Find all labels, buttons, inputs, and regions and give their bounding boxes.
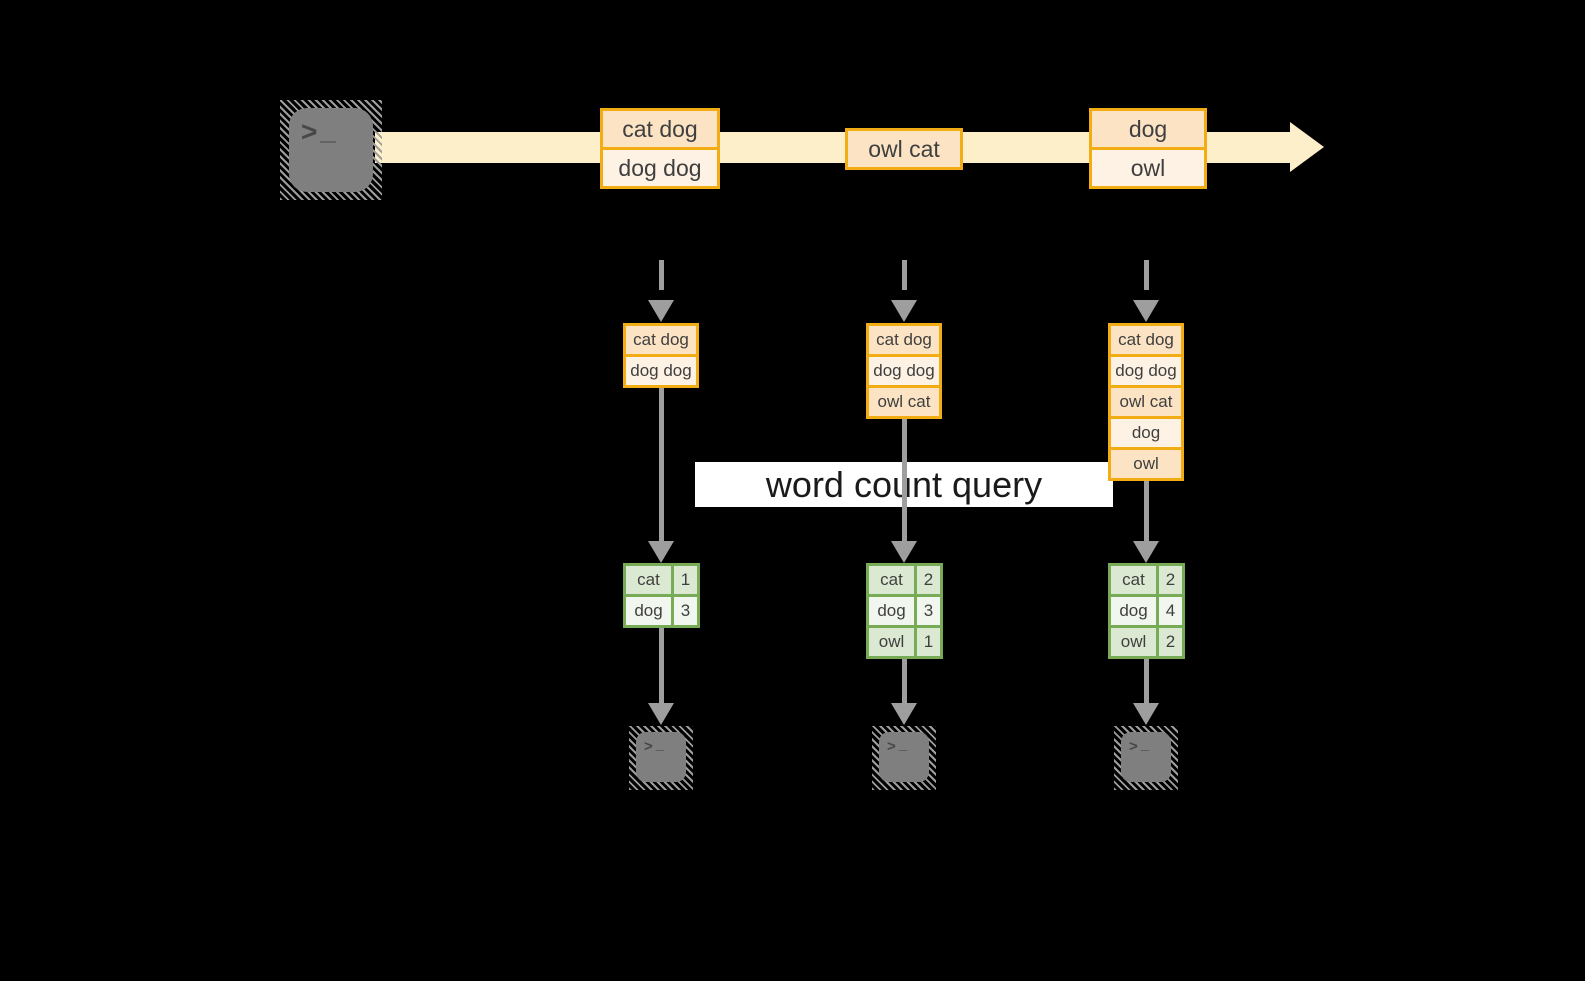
buffer-row: dog dog	[1111, 354, 1181, 385]
arrow-head-icon	[648, 541, 674, 563]
count-cell: 2	[1165, 570, 1176, 589]
terminal-icon	[879, 732, 929, 782]
arrow-head-icon	[1133, 300, 1159, 322]
buffer-row: owl cat	[869, 385, 939, 416]
buffer-stack-3: cat dog dog dog owl cat dog owl	[1108, 323, 1184, 481]
buffer-row: dog dog	[626, 354, 696, 385]
buffer-stack-1: cat dog dog dog	[623, 323, 699, 388]
count-cell: 3	[680, 601, 691, 620]
arrow-head-icon	[891, 541, 917, 563]
prompt-cursor: _	[898, 736, 908, 753]
count-row: cat 1	[626, 566, 697, 594]
word-cell: cat	[869, 566, 917, 594]
word-cell: dog	[869, 597, 917, 625]
count-table-2: cat 2 dog 3 owl 1	[866, 563, 943, 659]
arrow-stem	[902, 419, 907, 541]
dashed-arrow	[902, 260, 907, 290]
arrow-head-icon	[648, 300, 674, 322]
buffer-row: cat dog	[626, 326, 696, 354]
arrow-head-icon	[891, 300, 917, 322]
arrow-head-icon	[648, 703, 674, 725]
word-cell: cat	[1111, 566, 1159, 594]
buffer-row: dog dog	[869, 354, 939, 385]
terminal-prompt-icon: >_	[887, 736, 908, 755]
event-box-3: dog owl	[1089, 108, 1207, 189]
buffer-row: owl cat	[1111, 385, 1181, 416]
event-row: dog dog	[603, 147, 717, 186]
terminal-icon	[289, 108, 373, 192]
dashed-arrow	[659, 260, 664, 290]
prompt-chevron: >	[1129, 738, 1138, 755]
count-row: owl 1	[869, 625, 940, 656]
arrow-stem	[659, 388, 664, 541]
event-box-2: owl cat	[845, 128, 963, 170]
prompt-cursor: _	[655, 736, 665, 753]
prompt-chevron: >	[887, 738, 896, 755]
word-cell: cat	[626, 566, 674, 594]
count-row: owl 2	[1111, 625, 1182, 656]
prompt-chevron: >	[644, 738, 653, 755]
event-row: owl cat	[848, 131, 960, 167]
prompt-cursor: _	[1140, 736, 1150, 753]
buffer-row: dog	[1111, 416, 1181, 447]
count-cell: 4	[1165, 601, 1176, 620]
count-cell: 1	[680, 570, 691, 589]
word-cell: owl	[1111, 628, 1159, 656]
count-row: cat 2	[869, 566, 940, 594]
arrow-head-icon	[1133, 541, 1159, 563]
terminal-prompt-icon: >_	[644, 736, 665, 755]
arrow-head-icon	[1133, 703, 1159, 725]
event-row: cat dog	[603, 111, 717, 147]
word-cell: owl	[869, 628, 917, 656]
arrow-head-icon	[891, 703, 917, 725]
terminal-icon	[636, 732, 686, 782]
arrow-stem	[1144, 481, 1149, 541]
count-cell: 1	[923, 632, 934, 651]
buffer-row: owl	[1111, 447, 1181, 478]
count-table-1: cat 1 dog 3	[623, 563, 700, 628]
buffer-row: cat dog	[1111, 326, 1181, 354]
count-table-3: cat 2 dog 4 owl 2	[1108, 563, 1185, 659]
count-cell: 2	[1165, 632, 1176, 651]
buffer-stack-2: cat dog dog dog owl cat	[866, 323, 942, 419]
event-row: dog	[1092, 111, 1204, 147]
arrow-stem	[902, 659, 907, 703]
prompt-cursor: _	[320, 114, 336, 145]
buffer-row: cat dog	[869, 326, 939, 354]
count-row: dog 4	[1111, 594, 1182, 625]
count-cell: 2	[923, 570, 934, 589]
terminal-prompt-icon: >_	[301, 114, 336, 148]
event-box-1: cat dog dog dog	[600, 108, 720, 189]
count-row: dog 3	[626, 594, 697, 625]
terminal-prompt-icon: >_	[1129, 736, 1150, 755]
word-cell: dog	[626, 597, 674, 625]
count-cell: 3	[923, 601, 934, 620]
count-row: cat 2	[1111, 566, 1182, 594]
terminal-icon	[1121, 732, 1171, 782]
arrow-stem	[1144, 659, 1149, 703]
event-row: owl	[1092, 147, 1204, 186]
dashed-arrow	[1144, 260, 1149, 290]
word-cell: dog	[1111, 597, 1159, 625]
prompt-chevron: >	[301, 116, 318, 147]
count-row: dog 3	[869, 594, 940, 625]
arrow-stem	[659, 628, 664, 703]
stream-arrowhead-icon	[1290, 122, 1324, 172]
